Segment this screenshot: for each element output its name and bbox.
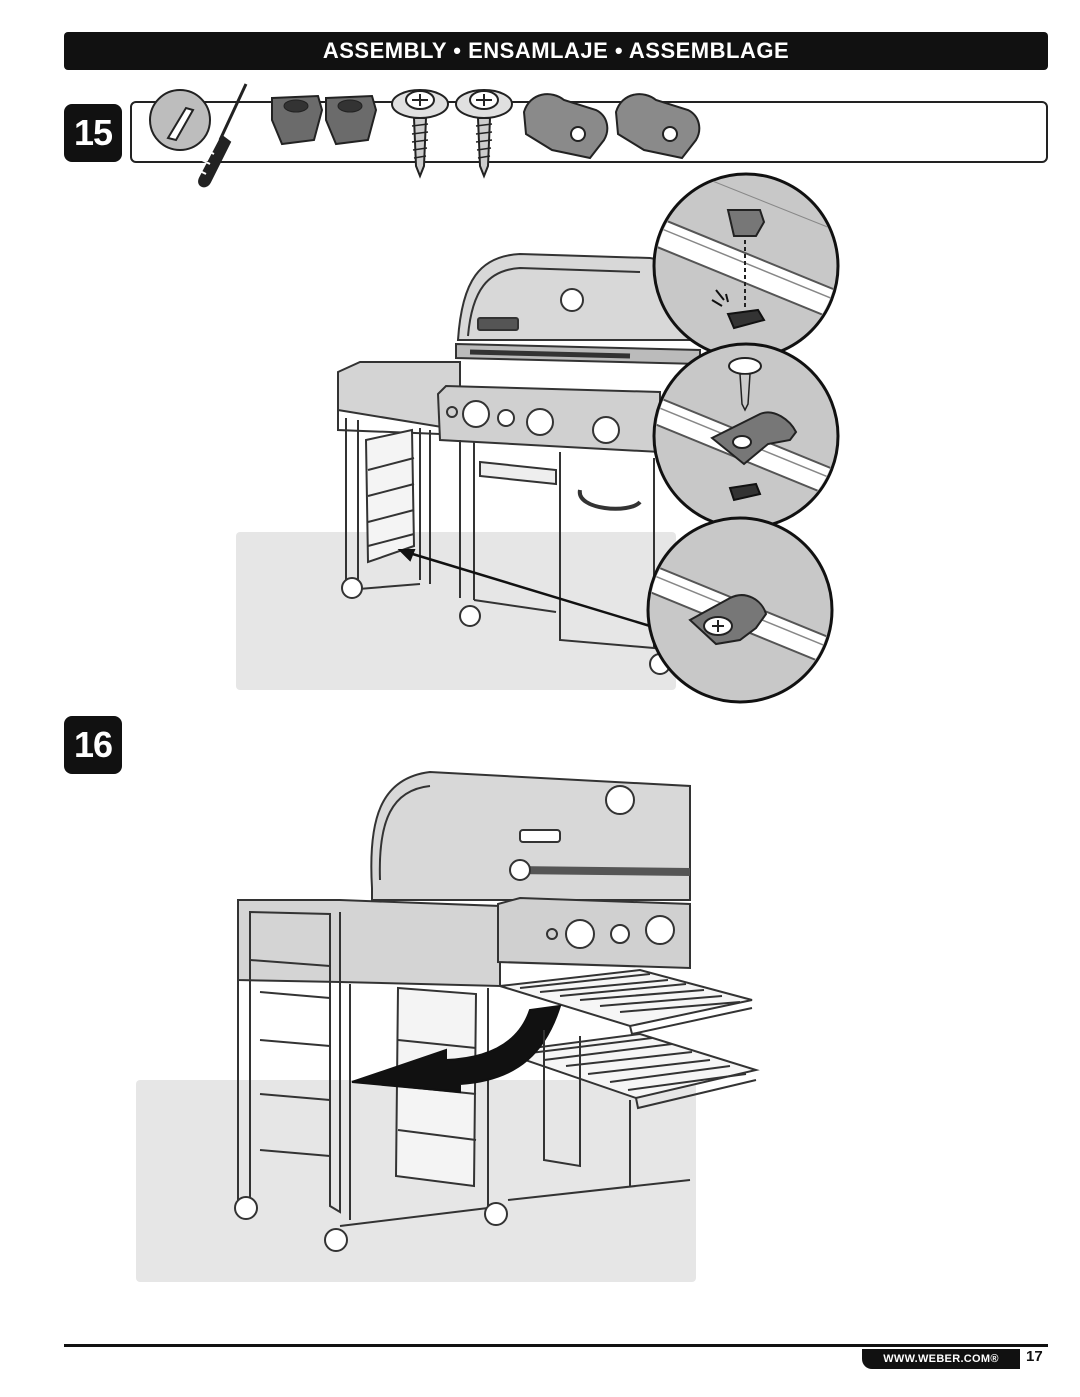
page-number: 17 (1026, 1348, 1043, 1365)
detail-circle-nut-insert (652, 172, 840, 360)
step-16-badge: 16 (64, 716, 122, 774)
detail-circle-assembled (646, 516, 834, 704)
wire-shelf-lower (501, 1032, 760, 1110)
screwdriver-icon (149, 83, 248, 188)
square-nut-icon (325, 94, 378, 146)
wire-shelf-upper (499, 968, 753, 1036)
section-header: ASSEMBLY • ENSAMLAJE • ASSEMBLAGE (64, 32, 1048, 70)
screw-icon (391, 89, 449, 179)
section-title: ASSEMBLY • ENSAMLAJE • ASSEMBLAGE (322, 38, 790, 63)
step-15-grill-illustration (236, 252, 704, 690)
clip-bracket-icon (522, 93, 609, 160)
website-url[interactable]: WWW.WEBER.COM® (883, 1353, 999, 1365)
step-16-number: 16 (73, 724, 113, 765)
step-15-number: 15 (73, 112, 113, 153)
square-nut-icon (271, 94, 324, 146)
step-16-grill-illustration (136, 770, 760, 1282)
screw-icon (455, 89, 513, 179)
step-15-badge: 15 (64, 104, 122, 162)
detail-circle-clip-screw (652, 342, 840, 530)
footer-rule (64, 1344, 1048, 1347)
clip-bracket-icon (614, 93, 701, 160)
website-link[interactable]: WWW.WEBER.COM® (862, 1349, 1020, 1369)
